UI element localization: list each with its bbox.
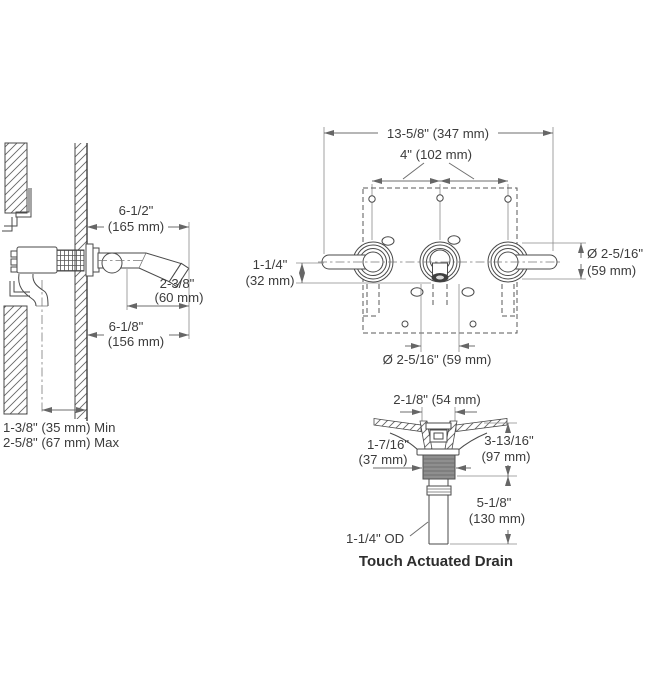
center-outlet-leg	[432, 284, 448, 305]
aerator-center	[436, 275, 444, 280]
overall-width-label: 13-5/8" (347 mm)	[387, 126, 489, 141]
wall-max-label: 2-5/8" (67 mm) Max	[3, 435, 119, 450]
valve-terminal-2	[10, 258, 18, 266]
spout-drop-label-1: 1-1/4"	[253, 257, 288, 272]
spout-drop-label-2: (32 mm)	[245, 273, 294, 288]
center-spout-trim	[419, 241, 461, 283]
supply-pipe-outer	[18, 273, 37, 307]
tailpipe	[428, 495, 449, 545]
pipe-neck	[428, 479, 449, 486]
lower-bracket	[9, 281, 30, 297]
sink-wall-right	[455, 418, 508, 432]
upper-height-label-1: 3-13/16"	[484, 433, 534, 448]
thread-lines	[423, 458, 455, 476]
finished-wall-lower	[75, 271, 87, 419]
valve-terminal-3	[10, 266, 18, 273]
wall-stud-lower	[3, 305, 28, 415]
outlet-offset-label-2: (60 mm)	[154, 290, 203, 305]
plate-slot-3	[410, 287, 424, 297]
outlet-reach-label-1: 6-1/8"	[109, 319, 144, 334]
plunger-inset	[433, 432, 444, 440]
trim-dia-bottom-label: Ø 2-5/16" (59 mm)	[383, 352, 492, 367]
spout-length-label-1: 6-1/2"	[119, 203, 154, 218]
ext-trim-dia-right	[522, 242, 586, 280]
mounting-bracket	[15, 188, 32, 218]
valve-terminal-1	[10, 250, 18, 258]
plate-hole-2	[469, 320, 477, 328]
right-supply-leg	[501, 284, 518, 317]
outlet-offset-label-1: 2-3/8"	[160, 276, 195, 291]
side-view-section: 6-1/2" (165 mm) 2-3/8" (60 mm) 6-1/8" (1…	[2, 142, 204, 450]
drain-view: 2-1/8" (54 mm) 1-7/16" (37 mm) 3-13/16"	[346, 392, 534, 570]
upper-height-label-2: (97 mm)	[481, 449, 530, 464]
handle-spacing-label: 4" (102 mm)	[400, 147, 472, 162]
ext-valve-centers	[371, 184, 509, 240]
od-leader	[409, 521, 429, 537]
left-supply-leg	[363, 284, 380, 317]
thread-dia-label-1: 1-7/16"	[367, 437, 409, 452]
ext-flange	[421, 407, 456, 421]
supply-pipe-inner	[32, 273, 49, 307]
thread-dia-label-2: (37 mm)	[358, 452, 407, 467]
supply-elbow	[2, 217, 18, 232]
outer-dia-label: 1-1/4" OD	[346, 531, 404, 546]
handle-spacing-leader	[402, 162, 475, 180]
plunger-cap	[425, 422, 452, 430]
screw-hole-right	[504, 195, 512, 203]
trim-dia-right-label-1: Ø 2-5/16"	[587, 246, 643, 261]
tail-length-label-1: 5-1/8"	[477, 495, 512, 510]
plate-slot-2	[447, 235, 461, 245]
ext-trim-dia-bottom	[420, 284, 460, 352]
spout-tip-cap	[168, 262, 190, 288]
plate-slot-4	[461, 287, 475, 297]
plate-hole-1	[401, 320, 409, 328]
outlet-reach-label-2: (156 mm)	[108, 334, 164, 349]
plate-slot-1	[381, 236, 395, 246]
wall-stud-upper	[4, 142, 28, 214]
screw-hole-center	[436, 194, 444, 202]
valve-body	[16, 246, 58, 274]
sink-wall-left	[373, 418, 422, 432]
collar-lines	[427, 488, 451, 493]
finished-wall-upper	[75, 143, 87, 250]
flange-lip	[416, 448, 460, 456]
spout-length-label-2: (165 mm)	[108, 219, 164, 234]
drain-caption: Touch Actuated Drain	[359, 553, 513, 570]
touch-plunger	[429, 429, 448, 443]
front-view-rough-in: 13-5/8" (347 mm) 4" (102 mm)	[245, 126, 643, 367]
tail-length-label-2: (130 mm)	[469, 511, 525, 526]
touch-sensor-ring	[101, 252, 123, 274]
wall-min-label: 1-3/8" (35 mm) Min	[3, 420, 115, 435]
trim-dia-right-label-2: (59 mm)	[587, 263, 636, 278]
screw-hole-left	[368, 195, 376, 203]
escutcheon-flange	[85, 243, 94, 277]
pipe-collar	[426, 485, 452, 496]
spout-bend-line	[138, 252, 147, 269]
flange-width-label: 2-1/8" (54 mm)	[393, 392, 481, 407]
threaded-nipple	[56, 249, 85, 272]
